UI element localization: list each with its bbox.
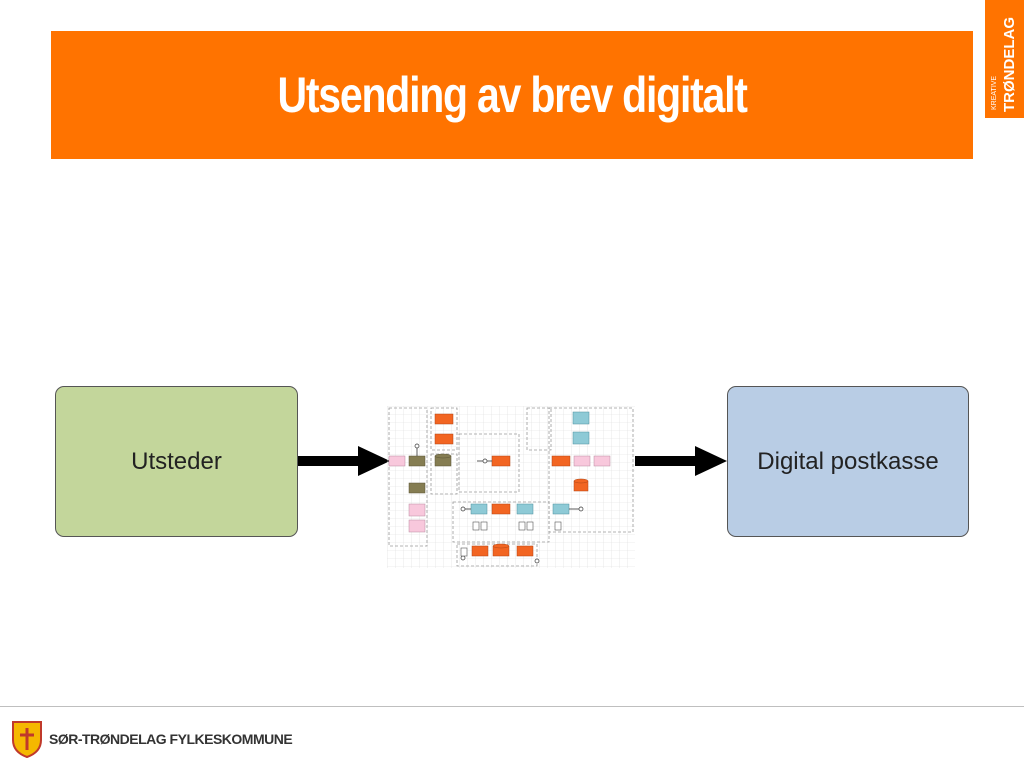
brand-big-text: TRØNDELAG [1001,17,1018,112]
footer-organization: SØR-TRØNDELAG FYLKESKOMMUNE [49,731,293,747]
digital-mailbox-box: Digital postkasse [727,386,969,537]
shield-icon [12,721,42,758]
title-banner: Utsending av brev digitalt [51,31,973,159]
slide-title: Utsending av brev digitalt [277,67,747,123]
footer-divider [0,706,1024,707]
arrow-right-icon [635,446,727,476]
arrow-right-icon [298,446,390,476]
issuer-box: Utsteder [55,386,298,537]
issuer-label: Utsteder [131,447,222,475]
system-diagram-thumbnail [387,406,635,568]
digital-mailbox-label: Digital postkasse [757,447,939,475]
corner-brand-logo: KREATIVE TRØNDELAG [985,0,1024,118]
brand-small-text: KREATIVE [991,75,998,110]
